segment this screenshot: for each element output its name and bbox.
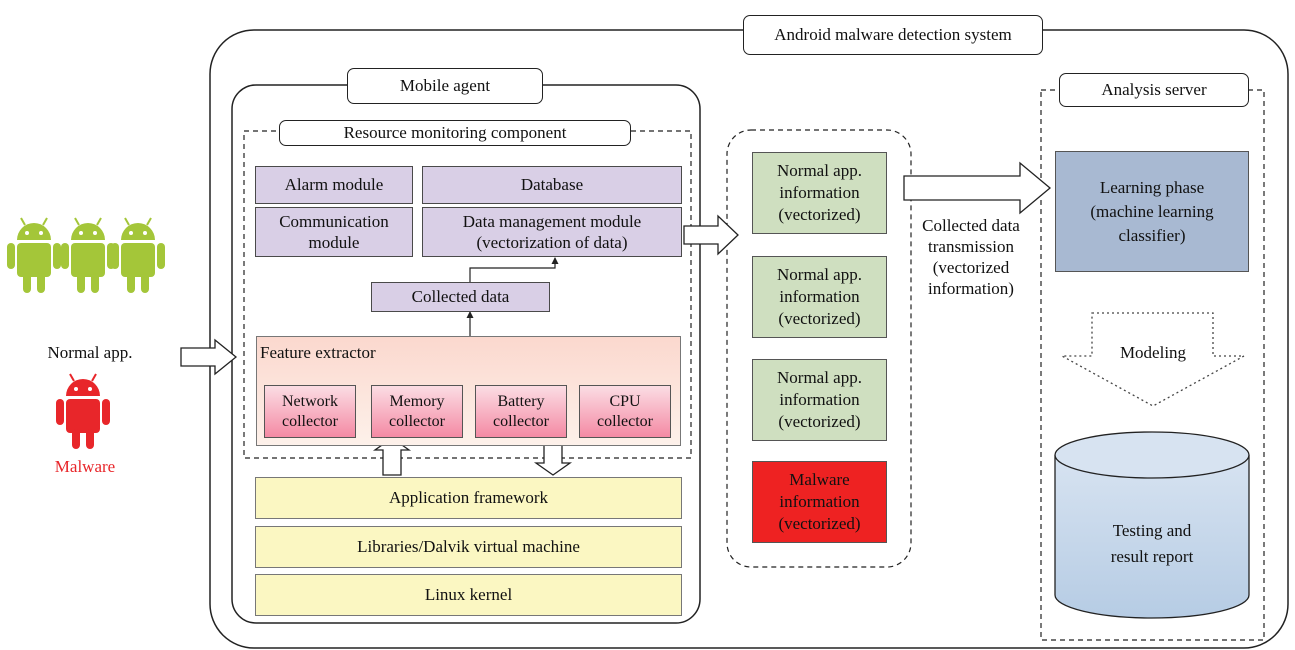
arrow-to-data-management [469, 257, 559, 283]
normal-info-box-1: Normal app. information (vectorized) [752, 152, 887, 234]
malware-label: Malware [54, 457, 116, 476]
system-title: Android malware detection system [743, 15, 1043, 55]
normal-app-label: Normal app. [47, 343, 133, 362]
android-green-icon-3 [111, 217, 165, 293]
normal-info-box-2: Normal app. information (vectorized) [752, 256, 887, 338]
layer-application-framework: Application framework [255, 477, 682, 519]
feature-extractor-title: Feature extractor [260, 343, 376, 362]
malware-info-box: Malware information (vectorized) [752, 461, 887, 543]
memory-collector: Memory collector [371, 385, 463, 438]
learning-phase-box: Learning phase (machine learning classif… [1055, 151, 1249, 272]
arrow-app-to-agent [180, 338, 238, 376]
android-normal-icons [7, 217, 165, 293]
battery-collector: Battery collector [475, 385, 567, 438]
android-malware-icon [56, 373, 110, 449]
network-collector: Network collector [264, 385, 356, 438]
android-green-icon-1 [7, 217, 61, 293]
layer-linux-kernel: Linux kernel [255, 574, 682, 616]
database-module: Database [422, 166, 682, 204]
arrow-agent-to-transmission [683, 214, 739, 256]
cpu-collector: CPU collector [579, 385, 671, 438]
layer-libraries-dalvik: Libraries/Dalvik virtual machine [255, 526, 682, 568]
testing-cylinder [1054, 431, 1250, 619]
modeling-arrow [1061, 312, 1245, 407]
mobile-agent-title: Mobile agent [347, 68, 543, 104]
data-management-module: Data management module (vectorization of… [422, 207, 682, 257]
normal-info-box-3: Normal app. information (vectorized) [752, 359, 887, 441]
communication-module: Communication module [255, 207, 413, 257]
testing-label: Testing and result report [1110, 521, 1194, 566]
transmission-outline [726, 129, 912, 568]
android-green-icon-2 [61, 217, 115, 293]
collected-data-box: Collected data [371, 282, 550, 312]
alarm-module: Alarm module [255, 166, 413, 204]
analysis-server-title: Analysis server [1059, 73, 1249, 107]
modeling-label: Modeling [1119, 343, 1187, 362]
transmission-label: Collected data transmission (vectorized … [922, 216, 1020, 298]
arrow-transmission-to-server [903, 161, 1052, 215]
resource-monitoring-title: Resource monitoring component [279, 120, 631, 146]
